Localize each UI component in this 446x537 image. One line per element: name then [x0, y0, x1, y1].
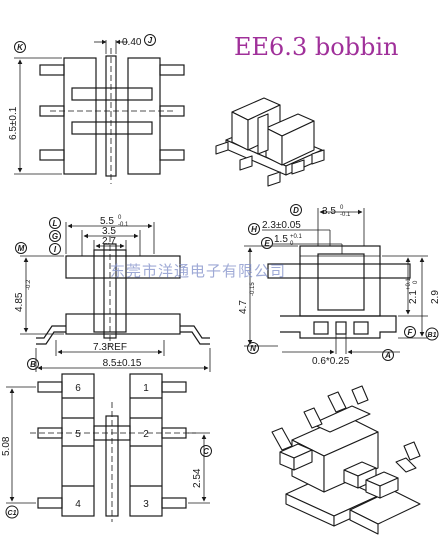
- side-dim-top-tol-top: 0: [340, 205, 344, 211]
- front-dim-width-tol-bottom: -0.1: [118, 222, 129, 228]
- front-label-l: L: [53, 219, 58, 228]
- side-label-h: H: [251, 225, 257, 234]
- isometric-view-bottom: [271, 385, 421, 535]
- side-dim-e-tol-bottom: 0: [290, 241, 294, 247]
- front-label-i: I: [54, 245, 57, 254]
- side-dim-e-tol-top: +0.1: [290, 234, 303, 240]
- side-label-f: F: [408, 328, 414, 337]
- front-label-m: M: [18, 244, 25, 253]
- side-label-a: A: [384, 351, 391, 360]
- pin-label-3: 3: [143, 499, 149, 510]
- bottom-dim-pitch: 2.54: [192, 468, 203, 488]
- side-view: [244, 204, 439, 361]
- front-dim-core: 2.7: [102, 236, 116, 247]
- front-dim-width: 5.5: [100, 216, 114, 227]
- side-dim-inner-tol-bottom: 0: [413, 280, 419, 284]
- front-dim-ref: 7.3REF: [93, 342, 127, 353]
- side-dim-height: 4.7: [238, 300, 249, 314]
- bottom-dim-span: 5.08: [1, 436, 12, 456]
- side-dim-height-tol: -0.15: [250, 282, 256, 296]
- bottom-label-c1: C1: [8, 510, 17, 517]
- front-label-g: G: [52, 232, 58, 241]
- side-dim-inner: 2.1: [408, 290, 419, 304]
- front-label-b: B: [30, 360, 36, 369]
- front-dim-height-tol: -0.2: [26, 279, 32, 290]
- side-label-d: D: [293, 206, 299, 215]
- side-dim-outer: 2.9: [430, 290, 441, 304]
- front-view: [15, 217, 211, 372]
- pin-label-4: 4: [75, 499, 81, 510]
- pin-label-1: 1: [143, 383, 149, 394]
- side-dim-e: 1.5: [274, 234, 288, 245]
- side-dim-top-tol-bottom: -0.1: [340, 212, 351, 218]
- bottom-label-c: C: [203, 447, 209, 456]
- top-dim-height: 6.5±0.1: [8, 106, 19, 140]
- watermark: 东莞市洋通电子有限公司: [110, 262, 286, 280]
- side-label-e: E: [264, 239, 270, 248]
- pin-label-6: 6: [75, 383, 81, 394]
- front-dim-overall: 8.5±0.15: [103, 358, 142, 369]
- top-view: [14, 34, 185, 184]
- side-dim-pin: 0.6*0.25: [312, 356, 350, 367]
- front-dim-inner: 3.5: [102, 226, 116, 237]
- side-label-n: N: [250, 344, 256, 353]
- side-dim-h: 2.3±0.05: [262, 220, 301, 231]
- top-dim-slot: 0.40: [122, 37, 142, 48]
- side-label-b1: B1: [428, 332, 437, 339]
- drawing-title: EE6.3 bobbin: [234, 33, 399, 61]
- top-label-k: K: [17, 43, 24, 52]
- front-dim-height: 4.85: [14, 292, 25, 312]
- isometric-view-top: [215, 97, 325, 187]
- front-dim-width-tol-top: 0: [118, 215, 122, 221]
- bottom-view: [5, 373, 212, 522]
- top-label-j: J: [148, 36, 153, 45]
- side-dim-top: 3.5: [322, 206, 336, 217]
- pin-label-2: 2: [143, 429, 149, 440]
- side-dim-inner-tol-top: +0.1: [406, 277, 412, 290]
- pin-label-5: 5: [75, 429, 81, 440]
